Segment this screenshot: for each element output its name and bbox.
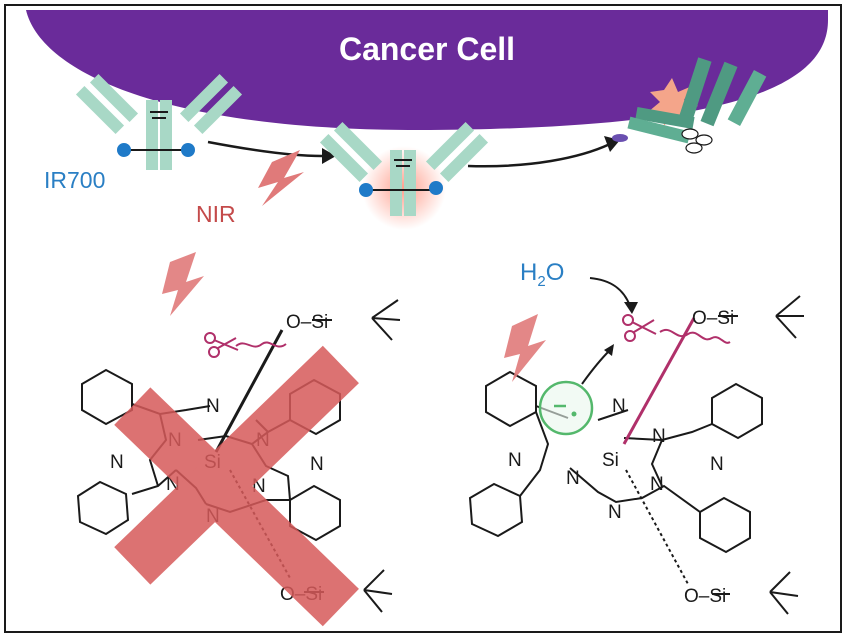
laser-bolt-icon [504,314,546,382]
atom-n: N [566,468,580,489]
transition-arrow-2 [467,142,611,168]
axial-silyl-group: O–Si [684,586,726,607]
ir700-label: IR700 [44,167,105,193]
nir-lightning-icon [258,150,304,206]
axial-silyl-group: O–Si [692,308,734,329]
nir-label: NIR [196,201,236,227]
antibody-aggregate [612,57,767,154]
ligand-chain [659,329,731,344]
atom-n: N [110,452,124,473]
crossed-out-mark [114,345,359,627]
scissors-icon [622,314,657,342]
damage-burst-icon [648,78,698,126]
atom-n: N [612,396,626,417]
electron-transfer-arrow [581,349,611,385]
laser-bolt-icon [162,252,204,316]
ligand-chain [235,341,287,348]
atom-n: N [652,426,666,447]
scissors-icon [204,332,239,358]
atom-n: N [508,450,522,471]
water-attack-arrow [589,277,631,307]
radical-anion-icon [538,380,594,436]
atom-n: N [650,474,664,495]
atom-n: N [206,396,220,417]
antibody-conjugate-1 [75,73,243,170]
water-label: H2O [520,259,564,290]
atom-n: N [710,454,724,475]
atom-n: N [310,454,324,475]
transition-arrow-1 [207,140,323,158]
figure-border [4,4,842,633]
phthalocyanine-right [468,295,804,615]
atom-n: N [608,502,622,523]
ir700-dye-icon [117,143,131,157]
cancer-cell-label: Cancer Cell [339,31,515,67]
atom-si: Si [602,450,619,471]
axial-silyl-group: O–Si [286,312,328,333]
ir700-dye-icon [181,143,195,157]
antibody-conjugate-2 [319,121,489,230]
right-atom-labels: N N N N N N N Si O–Si O–Si [508,308,734,607]
